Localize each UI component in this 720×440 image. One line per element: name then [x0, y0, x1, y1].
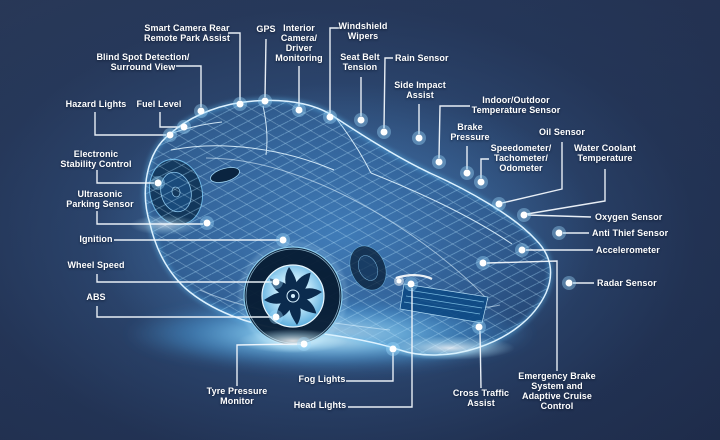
connector-line [264, 38, 267, 98]
side-mirror [210, 167, 240, 183]
sensor-dot [269, 275, 283, 289]
sensor-dot [552, 226, 566, 240]
sensor-dot [276, 233, 290, 247]
callout-electronic-stability-control: Electronic Stability Control [60, 149, 132, 169]
connector-line [526, 169, 606, 215]
callout-speedometer-tachometer-odometer: Speedometer/ Tachometer/ Odometer [490, 143, 552, 173]
sensor-dot [460, 166, 474, 180]
connector-line [176, 65, 202, 107]
wheel-spokes [264, 267, 322, 325]
callout-head-lights: Head Lights [293, 400, 347, 410]
callout-oxygen-sensor: Oxygen Sensor [595, 212, 663, 222]
far-front-wheel [349, 245, 387, 291]
callout-smart-camera-rear-remote-park-assist: Smart Camera Rear Remote Park Assist [143, 23, 230, 43]
callout-fog-lights: Fog Lights [298, 374, 346, 384]
callout-blind-spot-detection-surround-view: Blind Spot Detection/ Surround View [96, 52, 190, 72]
callout-tyre-pressure-monitor: Tyre Pressure Monitor [206, 386, 268, 406]
connector-line [486, 260, 558, 371]
callout-indoor-outdoor-temperature-sensor: Indoor/Outdoor Temperature Sensor [471, 95, 561, 115]
rear-glow [130, 215, 200, 235]
sensor-dot [474, 175, 488, 189]
sensor-dot [432, 155, 446, 169]
sensor-dot [412, 131, 426, 145]
sensor-dot [177, 120, 191, 134]
front-grille [399, 283, 489, 324]
sensor-dot [377, 125, 391, 139]
sensor-dot [404, 277, 418, 291]
sensor-dot [163, 128, 177, 142]
callout-fuel-level: Fuel Level [136, 99, 182, 109]
connector-line [96, 274, 272, 283]
callout-wheel-speed: Wheel Speed [67, 260, 125, 270]
wheel-glow [238, 329, 348, 353]
callout-emergency-brake-adaptive-cruise: Emergency Brake System and Adaptive Crui… [518, 371, 596, 411]
sensor-dots [151, 94, 576, 356]
callout-ignition: Ignition [79, 234, 113, 244]
callout-oil-sensor: Oil Sensor [538, 127, 585, 137]
callout-side-impact-assist: Side Impact Assist [394, 80, 446, 100]
connector-line [346, 353, 394, 382]
sensor-dot [200, 216, 214, 230]
sensor-dot [194, 104, 208, 118]
callout-brake-pressure: Brake Pressure [450, 122, 490, 142]
sensor-dot [386, 342, 400, 356]
connector-line [438, 105, 470, 159]
connector-line [501, 142, 563, 204]
connector-line [348, 288, 413, 408]
sensor-dot [323, 110, 337, 124]
connector-line [96, 211, 203, 225]
connector-line [96, 170, 154, 184]
callout-abs: ABS [86, 292, 106, 302]
sensor-dot [562, 276, 576, 290]
sensor-dot [297, 337, 311, 351]
callout-interior-camera-driver-monitoring: Interior Camera/ Driver Monitoring [275, 23, 323, 63]
sensor-dot [292, 103, 306, 117]
connector-line [96, 306, 272, 318]
sensor-dot [476, 256, 490, 270]
callout-anti-thief-sensor: Anti Thief Sensor [592, 228, 669, 238]
connector-line [228, 32, 241, 100]
callout-accelerometer: Accelerometer [596, 245, 660, 255]
sensor-dot [515, 243, 529, 257]
connector-line [527, 214, 592, 218]
sensor-dot [492, 197, 506, 211]
sensor-dot [233, 97, 247, 111]
connector-line [480, 158, 489, 178]
connector-line [94, 112, 166, 136]
bumper-glow [385, 336, 515, 360]
callout-radar-sensor: Radar Sensor [597, 278, 657, 288]
connector-line [159, 112, 180, 128]
sensor-dot [258, 94, 272, 108]
callout-ultrasonic-parking-sensor: Ultrasonic Parking Sensor [66, 189, 134, 209]
callout-rain-sensor: Rain Sensor [395, 53, 449, 63]
connector-line [329, 27, 341, 113]
callout-water-coolant-temperature: Water Coolant Temperature [574, 143, 636, 163]
callout-cross-traffic-assist: Cross Traffic Assist [452, 388, 510, 408]
callout-seat-belt-tension: Seat Belt Tension [340, 52, 380, 72]
headlight [394, 274, 433, 286]
connector-line [479, 330, 482, 389]
connector-line [383, 57, 393, 129]
sensor-dot [354, 113, 368, 127]
callout-gps: GPS [256, 24, 276, 34]
callout-hazard-lights: Hazard Lights [65, 99, 127, 109]
sensor-dot [269, 310, 283, 324]
sensor-dot [472, 320, 486, 334]
callout-windshield-wipers: Windshield Wipers [338, 21, 388, 41]
connector-lines [94, 27, 606, 408]
connector-line [236, 343, 301, 386]
sensor-dot [151, 176, 165, 190]
sensor-dot [517, 208, 531, 222]
